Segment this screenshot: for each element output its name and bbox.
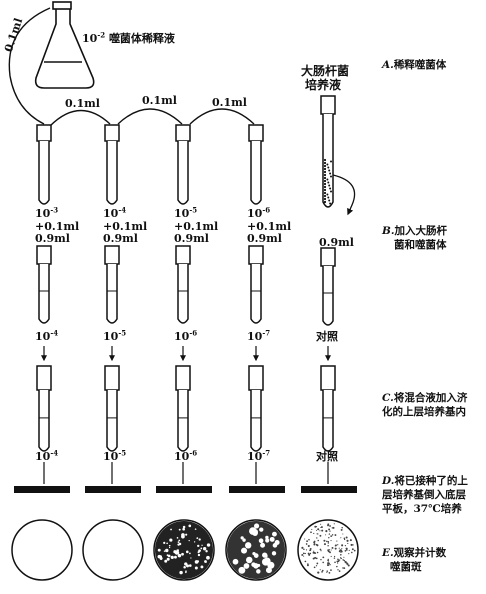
- tube-row3-4: [248, 365, 264, 452]
- tube-row1-2: [104, 124, 120, 205]
- petri-plate-4: [225, 519, 287, 581]
- tube-dilution-row1-3: 10-5: [174, 205, 198, 220]
- transfer-label-1: 0.1ml: [65, 97, 100, 110]
- ecoli-label-line2: 培养液: [305, 78, 342, 92]
- plates-layer: [11, 519, 359, 581]
- tube-dilution-row3-2: 10-5: [103, 448, 127, 463]
- control-label-row3: 对照: [316, 450, 338, 463]
- tube-volume-4: 0.9ml: [247, 232, 282, 245]
- ecoli-volume: 0.9ml: [319, 236, 354, 249]
- tube-volume-2: 0.9ml: [103, 232, 138, 245]
- tube-add-3: +0.1ml: [174, 220, 219, 233]
- tube-row2-4: [248, 245, 264, 324]
- flask-pipette-arc: [8, 7, 51, 125]
- ecoli-tube: [320, 95, 336, 208]
- tube-row3-control: [320, 365, 336, 452]
- tube-row3-2: [104, 365, 120, 452]
- tube-dilution-row1-1: 10-3: [35, 205, 59, 220]
- flow-arrows: [41, 346, 331, 362]
- tube-row2-1: [36, 245, 52, 324]
- tube-dilution-row2-1: 10-4: [35, 328, 59, 343]
- transfer-arc-1: [49, 109, 111, 127]
- petri-plate-1: [11, 519, 73, 581]
- tube-dilution-row1-4: 10-6: [247, 205, 271, 220]
- tube-dilution-row1-2: 10-4: [103, 205, 127, 220]
- transfer-label-3: 0.1ml: [212, 96, 247, 109]
- tube-row3-3: [175, 365, 191, 452]
- petri-plate-control: [297, 519, 359, 581]
- petri-plate-3: [153, 519, 215, 581]
- tubes-layer: [36, 124, 336, 452]
- tube-row1-1: [36, 124, 52, 205]
- ecoli-label-line1: 大肠杆菌: [301, 64, 350, 78]
- step-e: E.观察并计数噬菌斑: [382, 547, 447, 573]
- transfer-label-2: 0.1ml: [142, 94, 177, 107]
- tube-dilution-row2-2: 10-5: [103, 328, 127, 343]
- tube-add-1: +0.1ml: [35, 220, 80, 233]
- tube-dilution-row3-3: 10-6: [174, 448, 198, 463]
- tube-volume-3: 0.9ml: [174, 232, 209, 245]
- tube-row3-1: [36, 365, 52, 452]
- petri-plate-2: [82, 519, 144, 581]
- flask-label: 10-2 噬菌体稀释液: [82, 30, 175, 45]
- flask-icon: [34, 1, 95, 89]
- tube-dilution-row3-1: 10-4: [35, 448, 59, 463]
- transfer-arc-3: [189, 108, 255, 125]
- tube-dilution-row2-4: 10-7: [247, 328, 271, 343]
- tube-volume-1: 0.9ml: [35, 232, 70, 245]
- step-a: A.稀释噬菌体: [382, 59, 447, 71]
- tube-row2-2: [104, 245, 120, 324]
- control-label-row2: 对照: [316, 330, 338, 343]
- tube-add-2: +0.1ml: [103, 220, 148, 233]
- tube-add-4: +0.1ml: [247, 220, 292, 233]
- flask-label-text: 噬菌体稀释液: [108, 32, 175, 45]
- step-d: D.将已接种了的上层培养基倒入底层平板，37℃培养: [382, 475, 468, 515]
- ecoli-arrow: [332, 174, 356, 216]
- step-c: C.将混合液加入济化的上层培养基内: [382, 392, 468, 418]
- flask-label-base: 10: [82, 32, 98, 45]
- medium-bars: [14, 486, 357, 493]
- tube-row1-3: [175, 124, 191, 205]
- tube-dilution-row3-4: 10-7: [247, 448, 271, 463]
- plate-connectors: [43, 462, 329, 484]
- step-b: B.加入大肠杆菌和噬菌体: [382, 225, 448, 251]
- tube-row2-control: [320, 247, 336, 326]
- transfer-arc-2: [117, 108, 183, 125]
- tube-dilution-row2-3: 10-6: [174, 328, 198, 343]
- tube-row2-3: [175, 245, 191, 324]
- tube-row1-4: [248, 124, 264, 205]
- flask-label-exp: -2: [97, 30, 106, 40]
